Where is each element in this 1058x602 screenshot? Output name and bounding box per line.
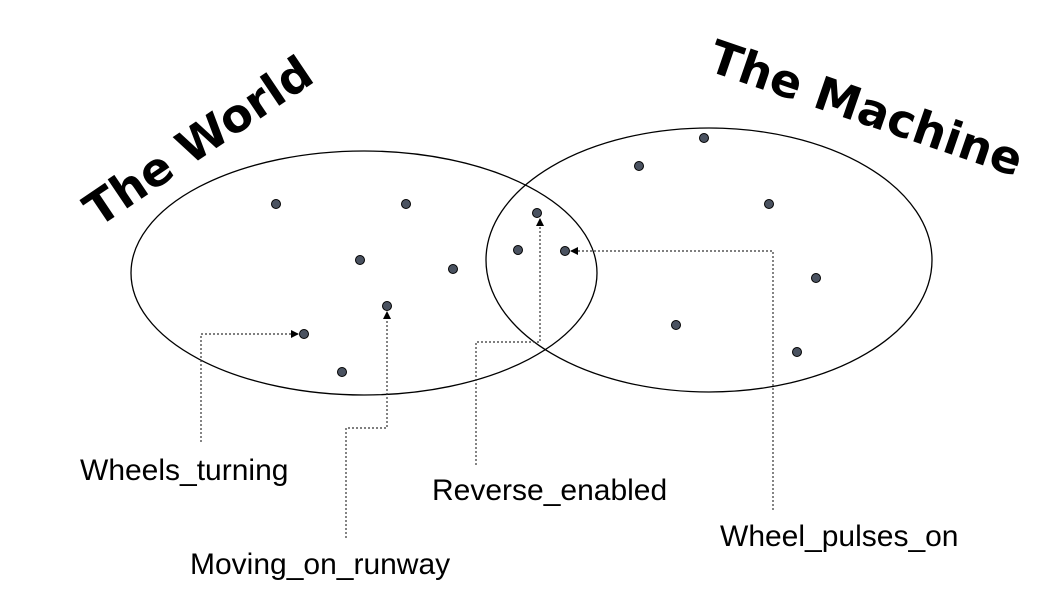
- shared-point: [513, 245, 523, 255]
- machine-ellipse: [485, 127, 933, 393]
- machine-point: [792, 347, 802, 357]
- label-wheels-turning: Wheels_turning: [80, 454, 288, 487]
- machine-point: [671, 320, 681, 330]
- world-point: [355, 255, 365, 265]
- machine-point: [811, 273, 821, 283]
- machine-title: The Machine: [702, 29, 1030, 187]
- machine-point: [764, 199, 774, 209]
- world-point: [448, 264, 458, 274]
- world-ellipse: [130, 150, 598, 396]
- world-title: The World: [74, 45, 323, 237]
- leader-wheels-turning: [200, 330, 299, 442]
- world-point-wheels-turning: [299, 329, 309, 339]
- machine-point: [634, 161, 644, 171]
- leader-wheel-pulses-on: [570, 247, 774, 510]
- leader-reverse-enabled: [475, 218, 544, 465]
- world-point: [337, 367, 347, 377]
- machine-point: [699, 133, 709, 143]
- shared-point-reverse-enabled: [532, 208, 542, 218]
- shared-point-wheel-pulses-on: [560, 246, 570, 256]
- world-point: [401, 199, 411, 209]
- label-reverse-enabled: Reverse_enabled: [432, 474, 667, 507]
- label-moving-on-runway: Moving_on_runway: [190, 548, 450, 581]
- world-point-moving-on-runway: [382, 301, 392, 311]
- leader-moving-on-runway: [345, 311, 391, 538]
- world-point: [271, 199, 281, 209]
- label-wheel-pulses-on: Wheel_pulses_on: [720, 520, 959, 553]
